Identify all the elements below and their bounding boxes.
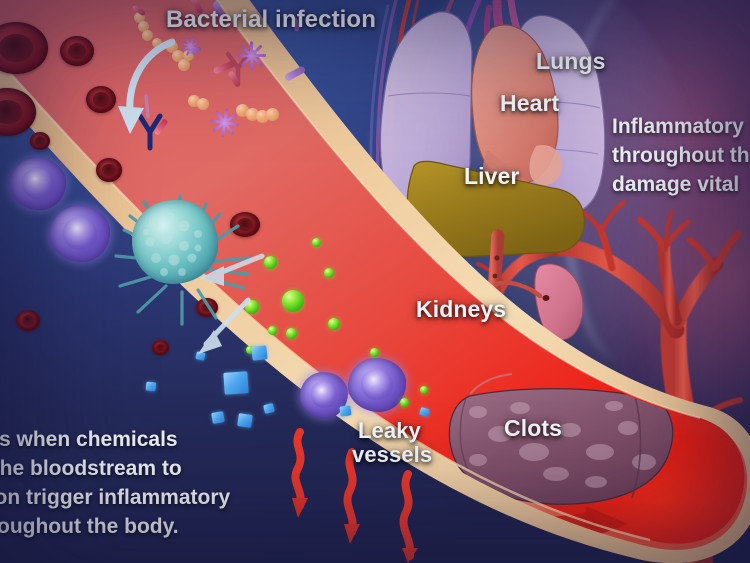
curved-arrow-icon: [118, 38, 176, 134]
label-lungs: Lungs: [536, 48, 606, 74]
label-kidneys: Kidneys: [416, 296, 507, 322]
star-bacterium: [237, 41, 266, 70]
caption-right-line1: Inflammatory: [612, 115, 744, 138]
label-heart: Heart: [500, 90, 560, 116]
label-liver: Liver: [464, 163, 520, 189]
right-kidney: [534, 263, 584, 341]
caption-right-line2: throughout th: [612, 144, 750, 167]
label-clots: Clots: [504, 415, 562, 441]
straight-arrow-icon-2: [200, 253, 265, 286]
label-bacterial-infection: Bacterial infection: [166, 6, 376, 33]
caption-right-line3: damage vital: [612, 173, 740, 196]
clot-mass: [448, 388, 674, 505]
